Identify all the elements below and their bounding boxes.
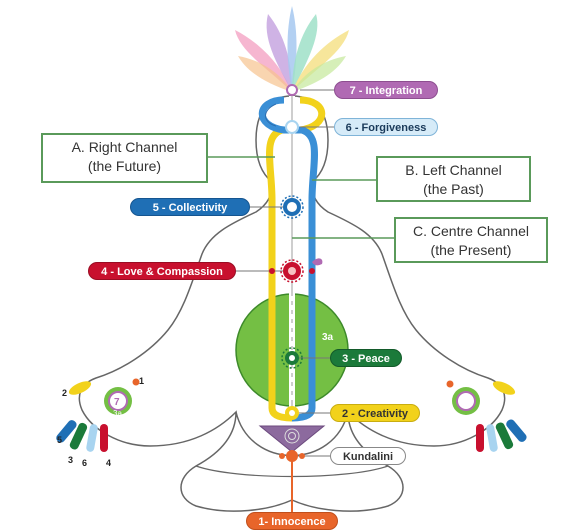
- left-channel-callout: B. Left Channel (the Past): [376, 156, 531, 202]
- left-hand-center-label: 7: [114, 397, 120, 408]
- finger-number-4: 4: [106, 458, 111, 468]
- right-hand: [446, 380, 527, 452]
- chakra-3-node: [281, 347, 303, 369]
- right-channel-callout: A. Right Channel (the Future): [41, 133, 208, 183]
- chakra-4-node: [269, 258, 323, 283]
- chakra-3-label: 3 - Peace: [330, 349, 402, 367]
- chakra-7-label: 7 - Integration: [334, 81, 438, 99]
- chakra-2-label: 2 - Creativity: [330, 404, 420, 422]
- right-channel-line: [266, 96, 326, 422]
- chakra-4-label: 4 - Love & Compassion: [88, 262, 236, 280]
- finger-number-3: 3: [68, 455, 73, 465]
- centre-channel-callout: C. Centre Channel (the Present): [394, 217, 548, 263]
- chakra-5-label: 5 - Collectivity: [130, 198, 250, 216]
- void-label: 3a: [322, 332, 334, 343]
- chakra-5-node: [280, 195, 304, 219]
- chakra-1-label: 1- Innocence: [246, 512, 338, 530]
- kundalini-label: Kundalini: [330, 447, 406, 465]
- left-hand: [56, 378, 140, 452]
- finger-number-6: 6: [82, 458, 87, 468]
- centre-channel-title: C. Centre Channel: [413, 223, 529, 239]
- finger-number-1: 1: [139, 376, 144, 386]
- chakra-2-node: [285, 406, 299, 420]
- centre-channel-subtitle: (the Present): [430, 242, 512, 258]
- left-hand-sub-label: 3a: [113, 409, 122, 418]
- chakra-7-node: [286, 84, 298, 96]
- right-channel-title: A. Right Channel: [71, 139, 178, 155]
- chakra-1-node: [279, 450, 305, 462]
- left-channel-title: B. Left Channel: [405, 162, 502, 178]
- right-channel-subtitle: (the Future): [87, 158, 162, 174]
- finger-number-5: 5: [57, 435, 62, 445]
- finger-number-2: 2: [62, 388, 67, 398]
- chakra-6-node: [285, 120, 299, 134]
- lotus-crown-icon: [235, 6, 349, 92]
- chakra-6-label: 6 - Forgiveness: [334, 118, 438, 136]
- left-channel-line: [258, 96, 318, 422]
- left-channel-subtitle: (the Past): [423, 181, 484, 197]
